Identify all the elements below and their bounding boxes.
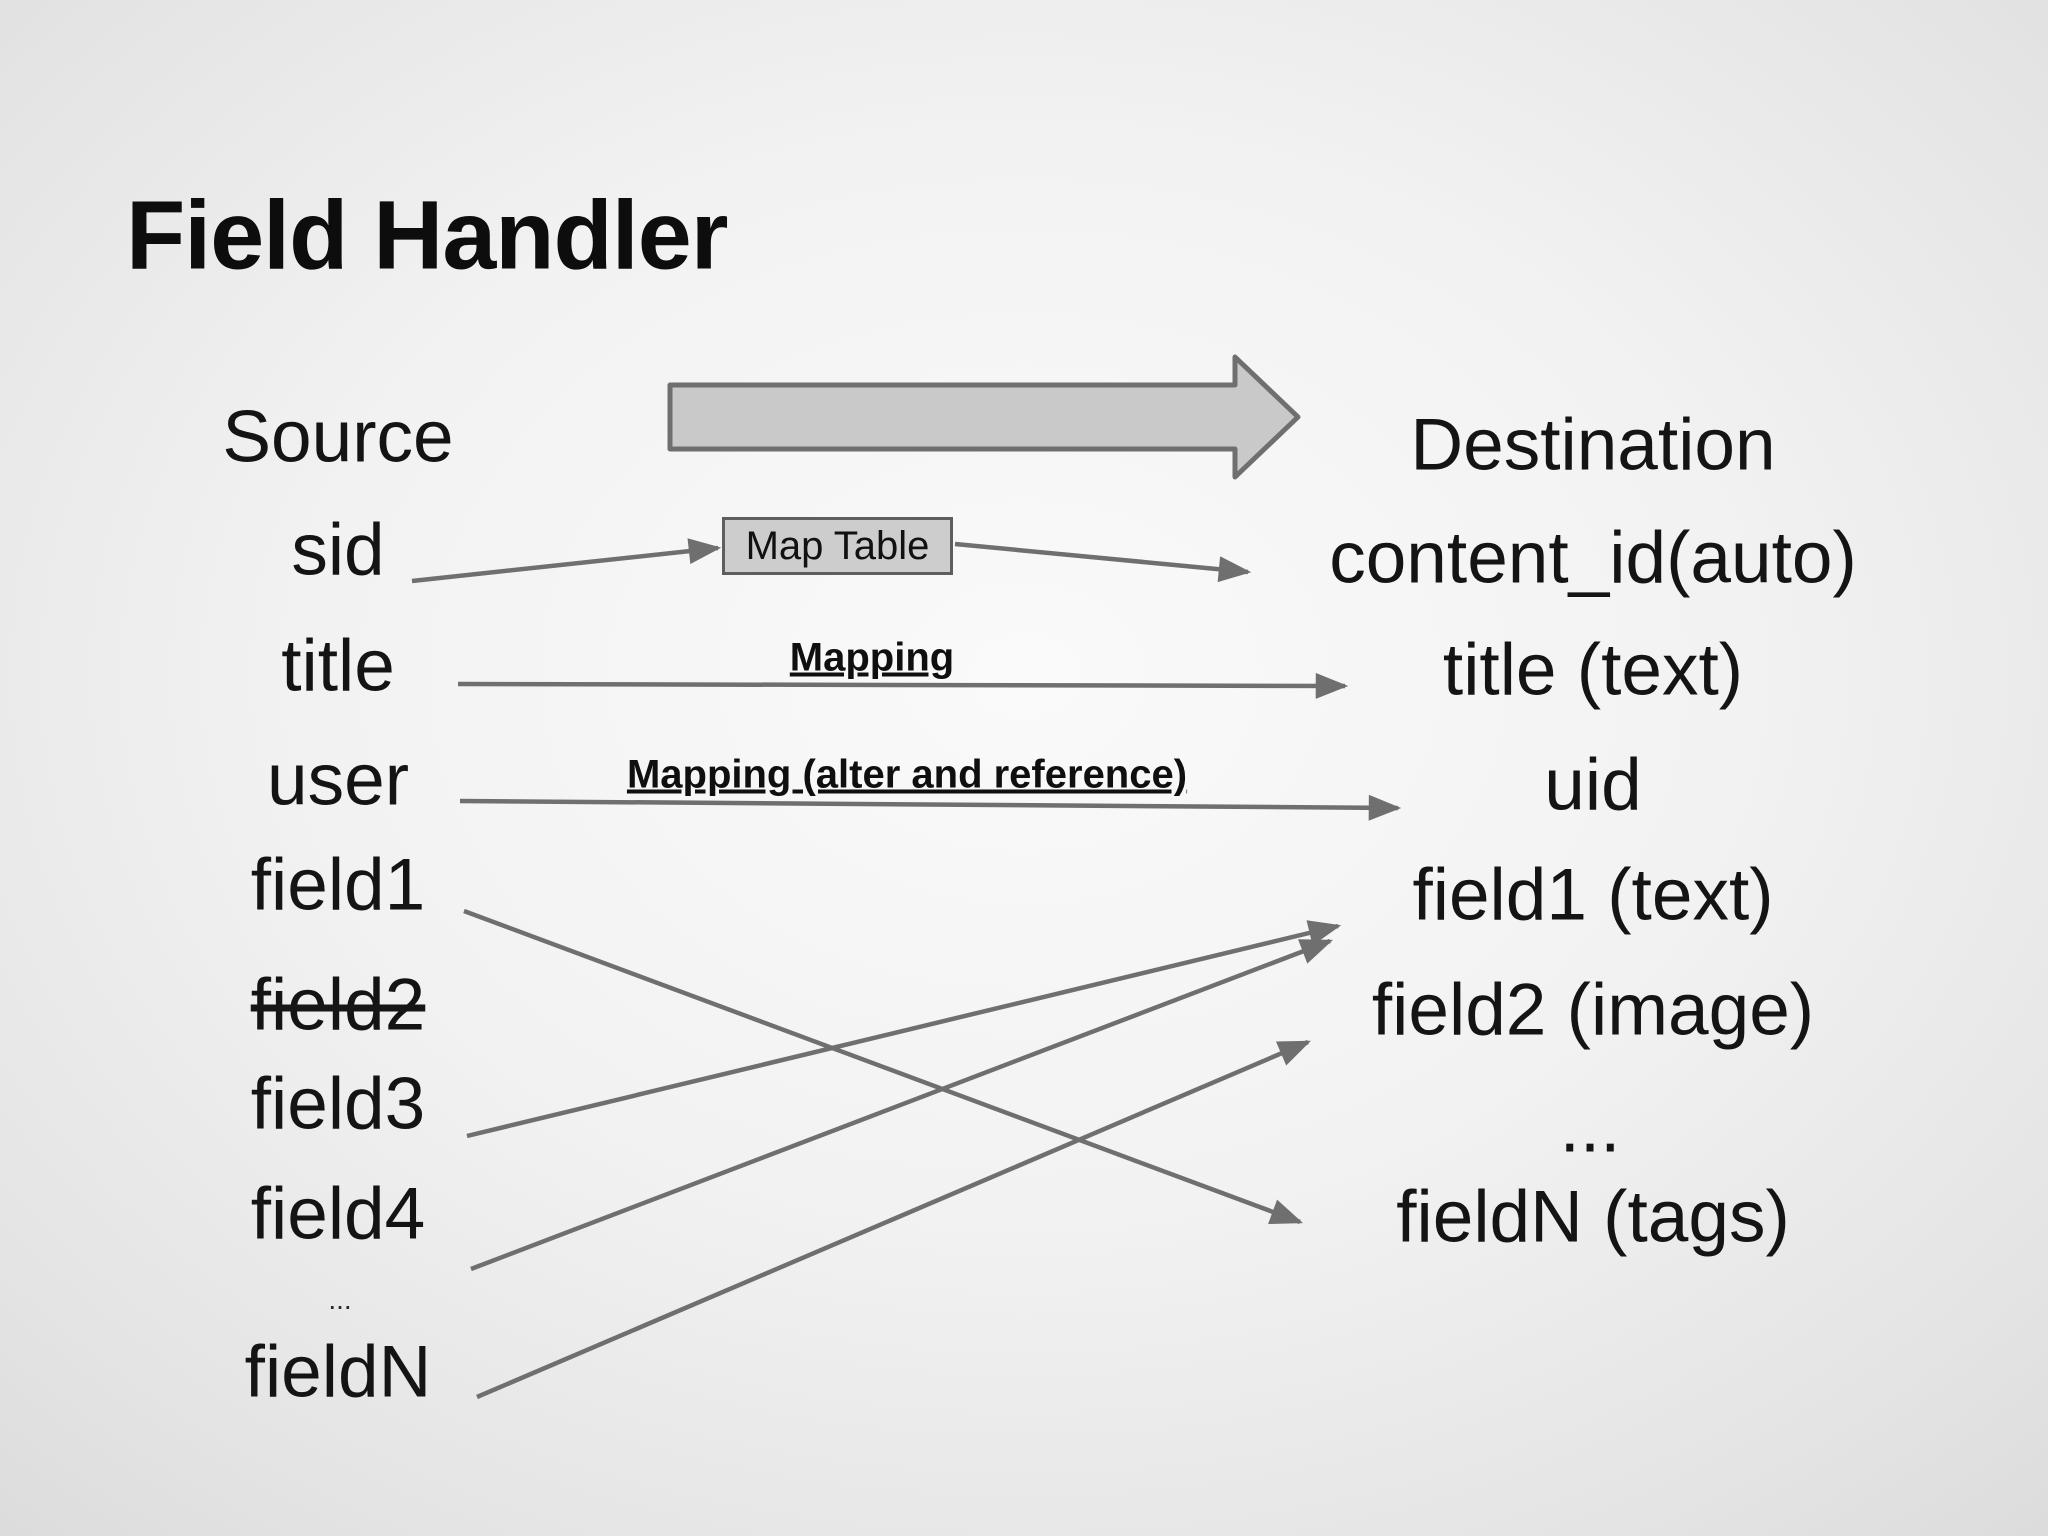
arrow-field3-to-field1-text	[466, 920, 1342, 1139]
arrow-title-to-title-text	[457, 672, 1349, 699]
arrow-user-to-uid	[459, 794, 1402, 821]
source-field-field3: field3	[250, 1063, 426, 1145]
destination-field-title-text: title (text)	[1442, 629, 1744, 711]
map-table-box: Map Table	[722, 517, 953, 575]
page-title: Field Handler	[126, 180, 728, 290]
arrow-field4-to-field1-text	[470, 938, 1334, 1272]
destination-field-field1-text: field1 (text)	[1412, 854, 1774, 936]
mapping-label-title: Mapping	[789, 635, 955, 680]
source-to-destination-flow-arrow-icon	[667, 354, 1301, 480]
arrow-sid-to-map-table	[411, 538, 722, 584]
arrow-field1-to-fieldN-tags	[463, 908, 1304, 1225]
source-fields-ellipsis: ...	[328, 1284, 352, 1315]
destination-fields-ellipsis: ...	[1559, 1086, 1621, 1168]
mapping-label-user: Mapping (alter and reference)	[626, 752, 1188, 797]
source-field-field2-struck: field2	[250, 964, 426, 1046]
destination-field-content-id: content_id(auto)	[1329, 517, 1857, 599]
destination-column-header: Destination	[1410, 404, 1776, 486]
destination-field-field2-image: field2 (image)	[1371, 969, 1815, 1051]
source-column-header: Source	[222, 396, 454, 478]
source-field-user: user	[266, 739, 410, 821]
source-field-title: title	[281, 625, 395, 707]
destination-field-uid: uid	[1544, 744, 1642, 826]
source-field-field4: field4	[250, 1173, 426, 1255]
source-field-sid: sid	[291, 509, 385, 591]
destination-field-fieldN-tags: fieldN (tags)	[1396, 1176, 1790, 1258]
source-field-field1: field1	[250, 844, 426, 926]
arrow-map-table-to-content-id	[954, 541, 1252, 583]
map-table-label: Map Table	[745, 523, 930, 568]
arrow-fieldN-to-field2-image	[476, 1039, 1311, 1400]
source-field-fieldN: fieldN	[244, 1331, 432, 1413]
